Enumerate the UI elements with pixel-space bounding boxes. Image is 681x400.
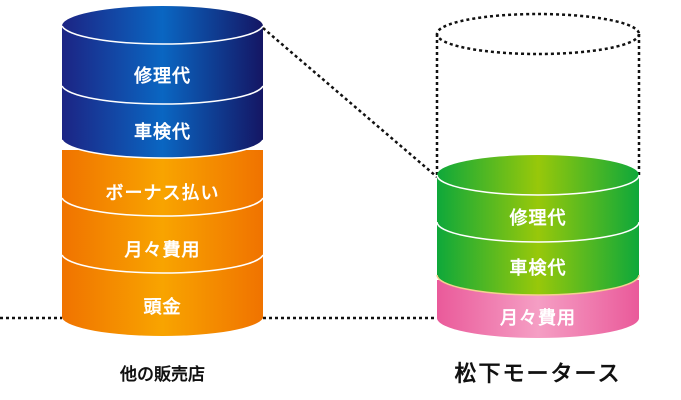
left-segment-repair: 修理代 [134,66,191,87]
dashed-guides [0,12,641,320]
right-segment-monthly: 月々費用 [500,308,576,329]
left-segment-bonus-payment: ボーナス払い [105,183,220,204]
right-caption: 松下モータース [454,362,622,387]
left-segment-monthly: 月々費用 [124,240,201,261]
right-cylinder [436,155,640,338]
right-segment-repair: 修理代 [509,208,567,229]
left-caption: 他の販売店 [120,365,205,385]
right-segment-inspection: 車検代 [509,258,567,279]
left-cylinder [61,6,264,337]
left-segment-down-payment: 頭金 [143,297,182,318]
left-segment-inspection: 車検代 [134,122,191,143]
